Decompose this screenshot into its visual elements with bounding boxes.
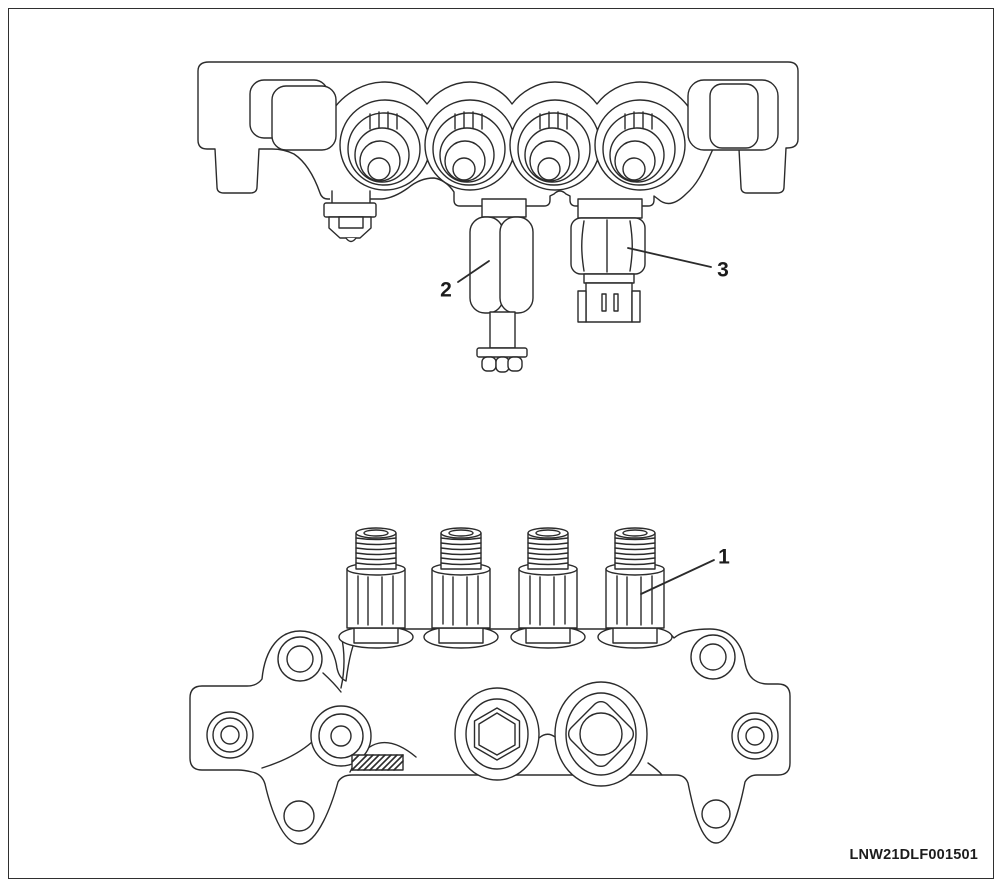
- hex-plug: [454, 687, 540, 781]
- mounting-hole-bottom-right: [701, 799, 731, 829]
- fitting-1: [338, 527, 414, 649]
- left-fitting: [323, 190, 377, 243]
- mounting-hole-right-flange: [731, 712, 779, 760]
- rail-front-view: [189, 527, 791, 845]
- callout-3-label: 3: [717, 258, 729, 282]
- front-face-contours: [261, 633, 663, 776]
- callout-1-label: 1: [718, 545, 730, 569]
- callout-2-label: 2: [440, 278, 452, 302]
- mounting-hole-top-right: [690, 634, 736, 680]
- injector-port-1: [339, 99, 431, 191]
- relief-valve-part-2: [469, 198, 534, 373]
- rail-rib-contour: [329, 81, 693, 115]
- round-boss: [310, 705, 372, 767]
- fitting-2: [423, 527, 499, 649]
- fitting-4: [597, 527, 673, 649]
- callout-1-leader: [640, 559, 715, 595]
- injector-port-3: [509, 99, 601, 191]
- injector-port-4: [594, 99, 686, 191]
- injector-port-2: [424, 99, 516, 191]
- hatch-mark: [351, 754, 404, 771]
- mounting-hole-top-left: [277, 636, 323, 682]
- pressure-sensor-part-3: [570, 198, 646, 323]
- page-border: [8, 8, 994, 879]
- mounting-hole-bottom-left: [283, 800, 315, 832]
- fitting-3: [510, 527, 586, 649]
- callout-3-leader: [627, 247, 712, 268]
- square-drive-plug: [554, 681, 648, 787]
- left-bracket-boss: [249, 79, 337, 151]
- figure-code: LNW21DLF001501: [849, 847, 978, 863]
- callout-2-leader: [457, 260, 490, 283]
- mounting-hole-left-flange: [206, 711, 254, 759]
- rail-side-view: [197, 61, 799, 373]
- right-bracket-boss: [687, 79, 779, 151]
